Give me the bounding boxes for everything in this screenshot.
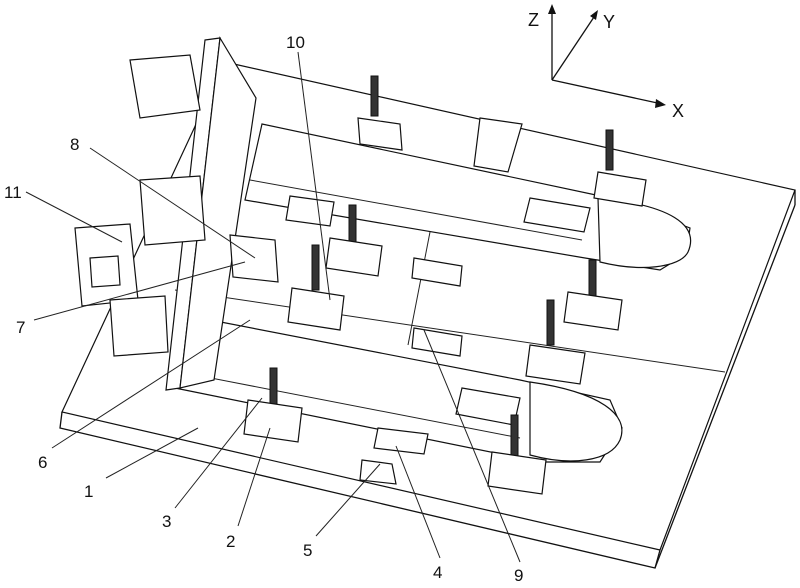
axis-z-label: Z bbox=[528, 10, 539, 30]
clamp-right-mid bbox=[525, 299, 586, 385]
coordinate-axes: Z Y X bbox=[528, 4, 684, 121]
part-label-7: 7 bbox=[16, 318, 25, 337]
lower-rail bbox=[174, 317, 623, 463]
leader-lines bbox=[25, 51, 521, 563]
part-label-5: 5 bbox=[303, 541, 312, 560]
clamp-lower-right bbox=[487, 414, 547, 495]
clamp-upper-2 bbox=[593, 129, 647, 207]
part-label-4: 4 bbox=[433, 563, 442, 582]
part-label-8: 8 bbox=[70, 135, 79, 154]
clamps bbox=[243, 75, 647, 495]
axis-x-label: X bbox=[672, 101, 684, 121]
part-label-3: 3 bbox=[162, 512, 171, 531]
base-plate bbox=[59, 61, 796, 569]
clamp-10 bbox=[325, 204, 383, 277]
clamp-upper-mid bbox=[473, 117, 523, 173]
part-label-9: 9 bbox=[514, 566, 523, 585]
end-frame bbox=[74, 36, 279, 391]
clamp-right-upper bbox=[563, 259, 623, 331]
clamp-center bbox=[411, 257, 463, 287]
clamp-4-5 bbox=[359, 427, 429, 485]
axis-y-label: Y bbox=[603, 12, 615, 32]
part-label-2: 2 bbox=[226, 532, 235, 551]
part-label-6: 6 bbox=[38, 453, 47, 472]
clamp-mid-b bbox=[285, 195, 335, 227]
part-labels: 1 2 3 4 5 6 7 8 9 10 11 bbox=[4, 33, 523, 585]
part-label-11: 11 bbox=[4, 183, 22, 202]
part-label-10: 10 bbox=[286, 33, 305, 52]
clamp-2-3 bbox=[243, 367, 303, 443]
clamp-upper-1 bbox=[357, 75, 403, 151]
part-label-1: 1 bbox=[84, 482, 93, 501]
clamp-9 bbox=[411, 327, 463, 357]
